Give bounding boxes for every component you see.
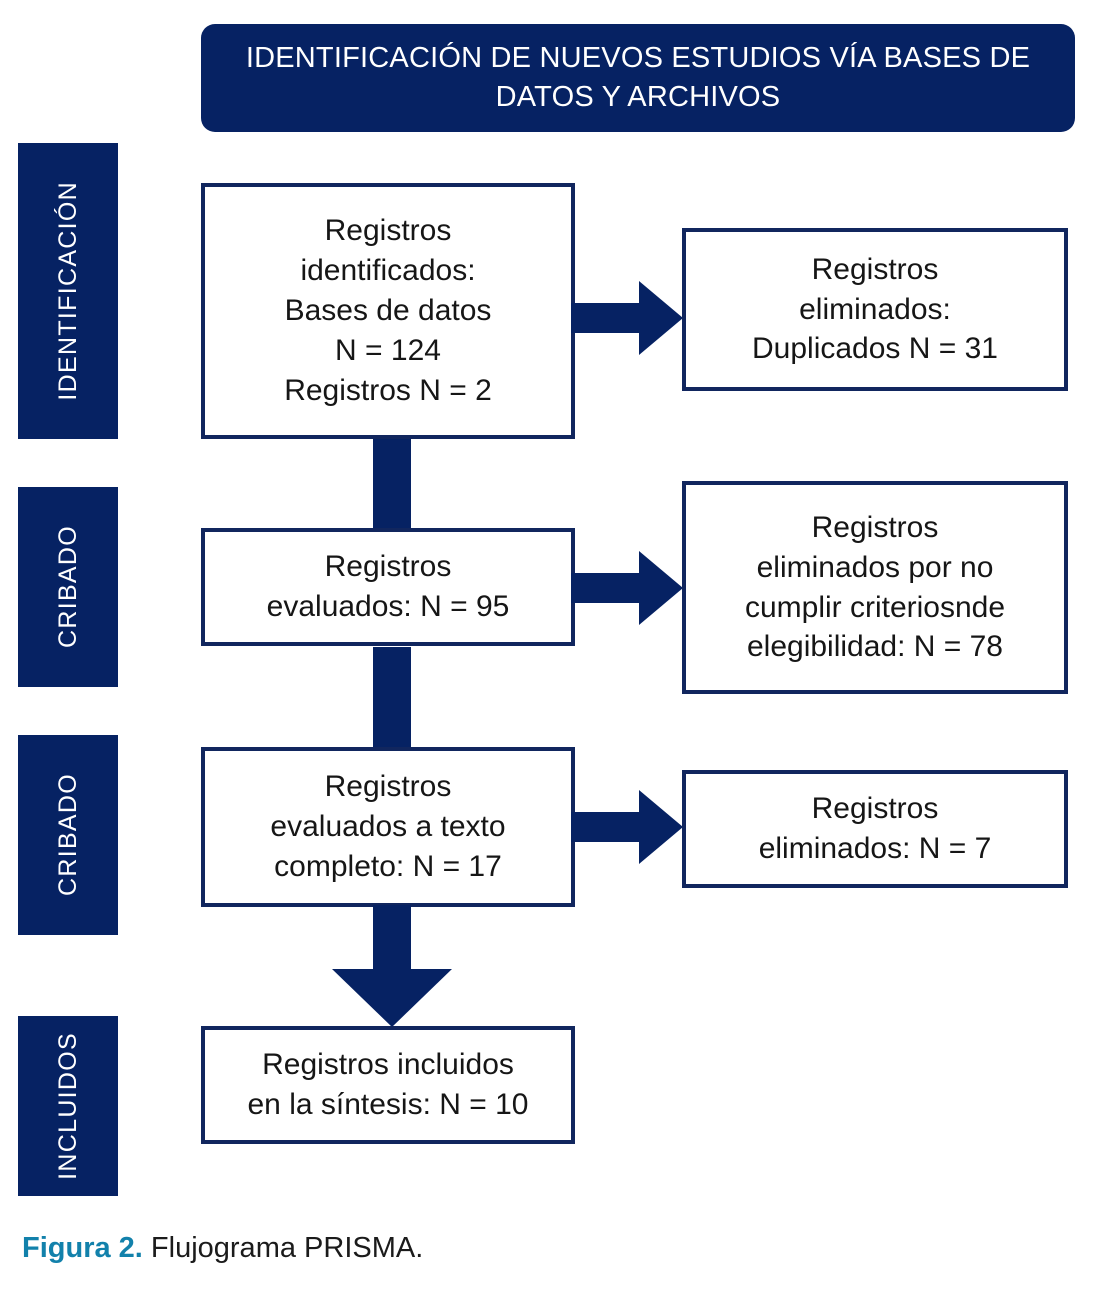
connector-screened-to-fulltext [373, 647, 411, 749]
box-registros-texto-completo-text: Registros evaluados a texto completo: N … [270, 770, 506, 883]
box-registros-eliminados-criterios-text: Registros eliminados por no cumplir crit… [744, 510, 1006, 664]
box-registros-evaluados-text: Registros evaluados: N = 95 [266, 550, 510, 623]
box-registros-identificados-text: Registros identificados: Bases de datos … [284, 214, 492, 407]
box-registros-eliminados-duplicados-text: Registros eliminados: Duplicados N = 31 [752, 252, 998, 366]
stage-label-identificacion-text: IDENTIFICACIÓN [53, 181, 82, 401]
arrow-identified-to-duplicates [571, 281, 683, 355]
stage-label-cribado-1-text: CRIBADO [53, 525, 82, 649]
figure-caption-number: Figura 2. [22, 1232, 143, 1264]
connector-identified-to-screened [373, 437, 411, 539]
stage-label-incluidos-text: INCLUIDOS [53, 1032, 82, 1180]
box-registros-incluidos-text: Registros incluidos en la síntesis: N = … [247, 1048, 529, 1121]
arrow-fulltext-to-included [332, 905, 452, 1027]
box-registros-texto-completo: Registros evaluados a texto completo: N … [201, 747, 575, 907]
arrow-screened-to-excluded [571, 551, 683, 625]
stage-label-cribado-1: CRIBADO [18, 487, 118, 687]
box-registros-eliminados-duplicados: Registros eliminados: Duplicados N = 31 [682, 228, 1068, 391]
box-registros-evaluados: Registros evaluados: N = 95 [201, 528, 575, 646]
box-registros-eliminados-texto-text: Registros eliminados: N = 7 [758, 792, 992, 865]
diagram-header-banner: IDENTIFICACIÓN DE NUEVOS ESTUDIOS VÍA BA… [201, 24, 1075, 132]
box-registros-eliminados-criterios: Registros eliminados por no cumplir crit… [682, 481, 1068, 694]
box-registros-eliminados-texto: Registros eliminados: N = 7 [682, 770, 1068, 888]
stage-label-incluidos: INCLUIDOS [18, 1016, 118, 1196]
arrow-fulltext-to-excluded [571, 790, 683, 864]
stage-label-cribado-2: CRIBADO [18, 735, 118, 935]
diagram-header-title: IDENTIFICACIÓN DE NUEVOS ESTUDIOS VÍA BA… [245, 42, 1031, 113]
stage-label-cribado-2-text: CRIBADO [53, 773, 82, 897]
box-registros-identificados: Registros identificados: Bases de datos … [201, 183, 575, 439]
box-registros-incluidos: Registros incluidos en la síntesis: N = … [201, 1026, 575, 1144]
figure-caption-text: Flujograma PRISMA. [142, 1232, 424, 1264]
figure-caption: Figura 2. Flujograma PRISMA. [22, 1232, 423, 1265]
stage-label-identificacion: IDENTIFICACIÓN [18, 143, 118, 439]
